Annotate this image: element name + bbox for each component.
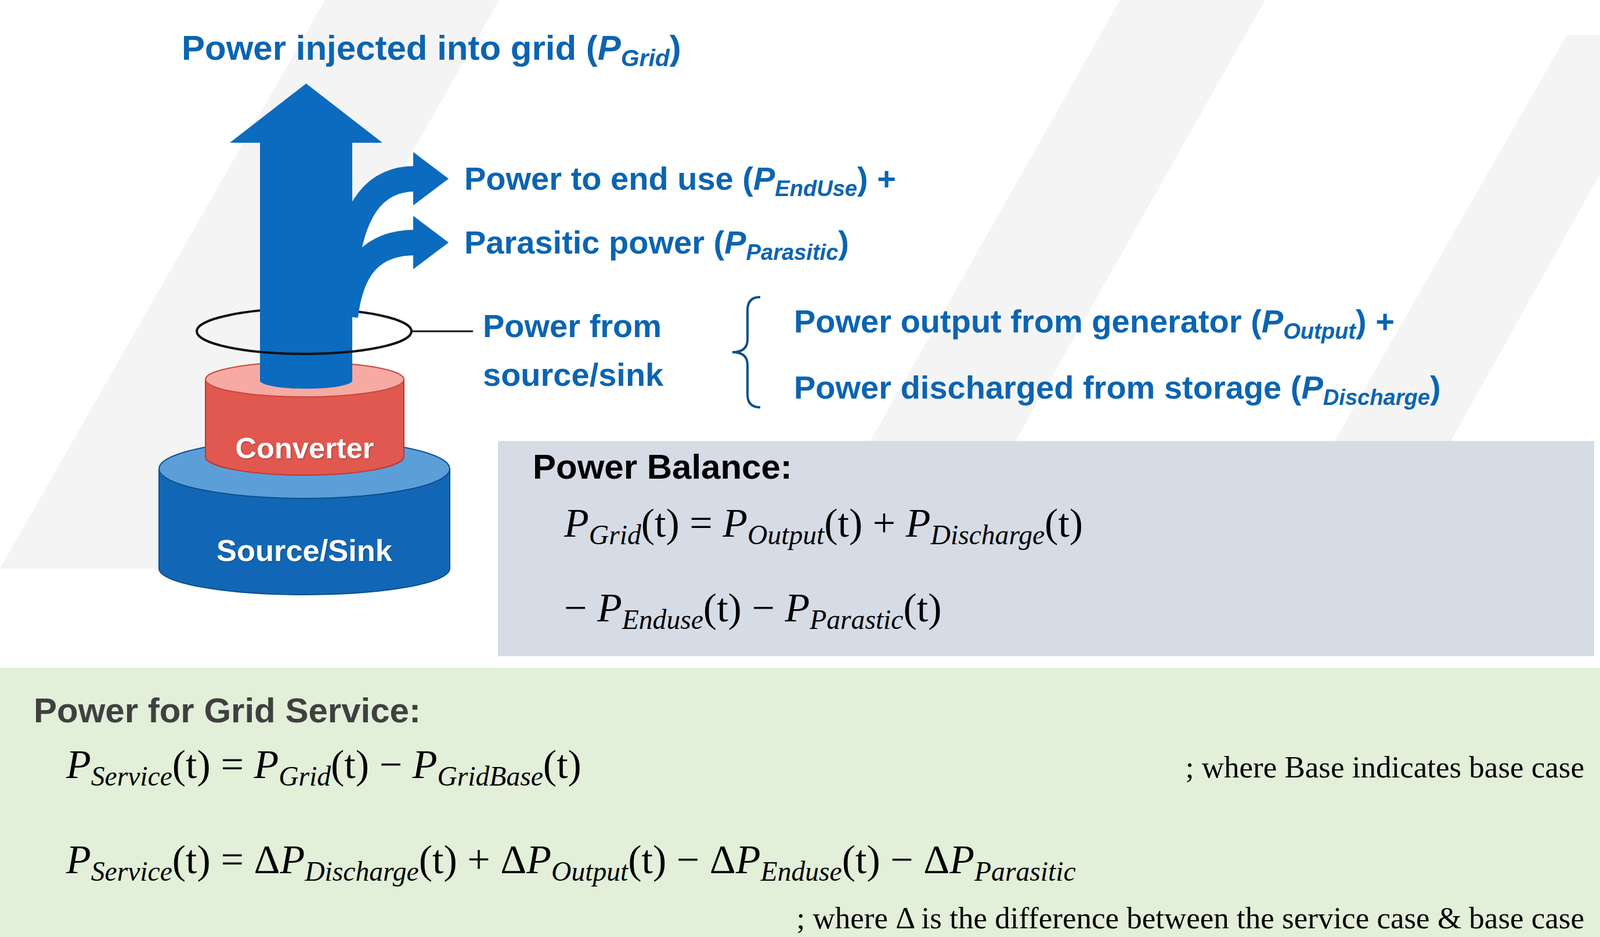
math-variable: P	[253, 742, 279, 787]
subscript: Grid	[278, 761, 331, 792]
subscript: Discharge	[930, 519, 1046, 551]
subscript: EndUse	[774, 176, 858, 201]
equation: PGrid(t) = POutput(t) + PDischarge(t) − …	[564, 486, 1083, 657]
node-label: Converter	[204, 429, 406, 468]
branch-arrow-head	[413, 215, 449, 270]
math-variable: P	[412, 742, 438, 787]
math-variable: P	[753, 160, 775, 197]
arrow-label: Power injected into grid (PGrid)	[181, 27, 682, 79]
watermark-stripe	[1334, 34, 1600, 442]
text-holder: PService(t) = ΔPDischarge(t) + ΔPOutput(…	[66, 835, 1076, 897]
subscript: Enduse	[760, 856, 843, 887]
arrow-label: Power to end use (PEndUse) +	[464, 158, 897, 209]
subscript: Parasitic	[746, 240, 839, 265]
subscript: Output	[747, 519, 825, 551]
subscript: Parasitic	[974, 856, 1076, 887]
math-variable: P	[66, 837, 92, 883]
text-holder: ; where Base indicates base case	[1185, 749, 1585, 786]
math-variable: P	[526, 837, 552, 883]
equation: PService(t) = ΔPDischarge(t) + ΔPOutput(…	[66, 835, 1076, 897]
math-variable: P	[564, 500, 590, 546]
ring-label: Power from source/sink	[482, 301, 727, 400]
equation-note: ; where Δ is the difference between the …	[796, 900, 1585, 937]
text-holder: Power to end use (PEndUse) +	[464, 158, 897, 209]
math-variable: P	[724, 224, 746, 261]
subscript: Output	[551, 856, 628, 887]
arrow-label: Parasitic power (PParasitic)	[464, 222, 850, 273]
bracket-item: Power output from generator (POutput) +	[793, 301, 1395, 352]
text-holder: PService(t) = PGrid(t) − PGridBase(t)	[66, 740, 582, 801]
subscript: Service	[91, 856, 173, 887]
math-variable: P	[1301, 369, 1323, 406]
subscript: Output	[1283, 319, 1356, 344]
subscript: GridBase	[436, 761, 543, 792]
text-holder: Power discharged from storage (PDischarg…	[793, 367, 1441, 418]
branch-arrow-shaft	[345, 242, 416, 317]
box-heading: Power Balance:	[532, 446, 793, 488]
text-holder: Power injected into grid (PGrid)	[181, 27, 682, 79]
arrow-foot	[259, 372, 353, 389]
node-label: Source/Sink	[157, 531, 451, 570]
box-heading: Power for Grid Service:	[33, 690, 421, 732]
subscript: Grid	[589, 519, 642, 551]
bracket-item: Power discharged from storage (PDischarg…	[793, 367, 1441, 418]
text-holder: ; where Δ is the difference between the …	[796, 900, 1585, 937]
subscript: Service	[91, 761, 173, 792]
text-holder: PGrid(t) = POutput(t) + PDischarge(t) − …	[564, 486, 1083, 657]
branch-arrow-head	[413, 152, 449, 206]
subscript: Discharge	[304, 856, 420, 887]
text-holder: Converter	[204, 429, 406, 468]
grid-service-box: Power for Grid Service: PService(t) = PGr…	[0, 667, 1600, 937]
power-balance-box: Power Balance:PGrid(t) = POutput(t) + PD…	[497, 441, 1595, 657]
curly-bracket	[732, 297, 761, 408]
text-holder: Parasitic power (PParasitic)	[464, 222, 850, 273]
text-holder: Power from source/sink	[482, 301, 727, 400]
text-holder: Source/Sink	[157, 531, 451, 570]
ring-front-arc	[196, 331, 412, 355]
text-holder: Power for Grid Service:	[33, 690, 421, 732]
subscript: Parastic	[809, 605, 904, 636]
grid-arrow-shaft	[259, 141, 353, 386]
math-variable: P	[279, 837, 305, 883]
equation: PService(t) = PGrid(t) − PGridBase(t)	[66, 740, 582, 801]
math-variable: P	[597, 585, 623, 631]
cylinder-top	[159, 439, 450, 499]
converter-cylinder: Converter	[204, 360, 406, 478]
subscript: Grid	[620, 44, 670, 72]
math-variable: P	[597, 28, 621, 68]
math-variable: P	[66, 742, 92, 787]
watermark-stripe	[0, 0, 500, 569]
math-variable: P	[722, 500, 748, 546]
math-variable: P	[949, 837, 975, 883]
subscript: Discharge	[1323, 385, 1430, 410]
math-variable: P	[905, 500, 931, 546]
leader-line	[411, 330, 473, 333]
text-holder: Power Balance:	[532, 446, 793, 488]
subscript: Enduse	[622, 605, 704, 636]
math-variable: P	[784, 585, 810, 631]
equation-note: ; where Base indicates base case	[1185, 749, 1585, 786]
math-variable: P	[735, 837, 761, 883]
grid-arrow-head	[229, 83, 383, 143]
math-variable: P	[1261, 302, 1284, 340]
text-holder: Power output from generator (POutput) +	[793, 301, 1395, 352]
